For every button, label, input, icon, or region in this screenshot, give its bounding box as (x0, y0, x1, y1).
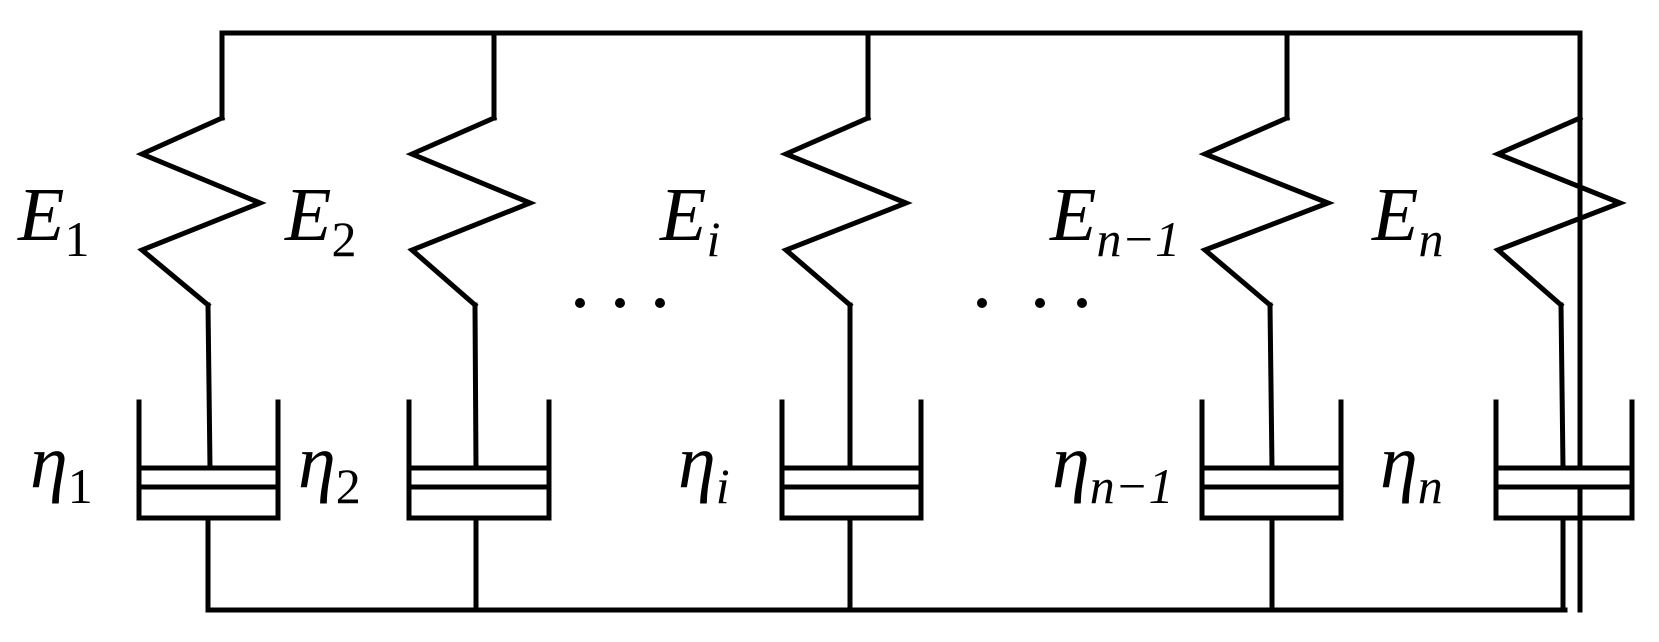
ellipsis-2 (977, 298, 1087, 308)
spring-label-n: En (1371, 173, 1443, 267)
dashpot-label-n: ηn (1380, 420, 1443, 514)
dashpot-n-piston (1493, 465, 1635, 490)
dashpot-label-i: ηi (678, 420, 730, 514)
spring-label-1: E1 (17, 173, 89, 267)
maxwell-element-2: E2 η2 (284, 30, 552, 613)
dashpot-2-piston (406, 465, 552, 490)
dashpot-1-piston (136, 465, 281, 490)
spring-n-bottom-lead (1558, 302, 1566, 471)
dashpot-i-piston (779, 465, 924, 490)
spring-label-2: E2 (284, 173, 356, 267)
spring-1 (135, 114, 267, 309)
dashpot-2-cylinder (406, 399, 552, 521)
dashpot-label-n-1: ηn−1 (1052, 420, 1173, 514)
spring-n-1 (1198, 114, 1335, 309)
spring-label-i: Ei (659, 173, 720, 267)
spring-label-n-1: En−1 (1049, 173, 1180, 267)
spring-1-bottom-lead (205, 302, 213, 471)
dashpot-n-1-piston (1199, 465, 1344, 490)
dashpot-label-1: η1 (30, 420, 93, 514)
ellipsis-1 (575, 298, 665, 308)
spring-n-1-bottom-lead (1267, 302, 1275, 471)
dashpot-label-2: η2 (298, 420, 361, 514)
spring-n (1491, 114, 1627, 309)
spring-2 (405, 114, 537, 309)
maxwell-element-1: E1 η1 (17, 30, 281, 613)
maxwell-element-n-minus-1: En−1 ηn−1 (1049, 30, 1344, 613)
spring-2-bottom-lead (472, 302, 479, 471)
maxwell-element-i: Ei ηi (659, 30, 924, 613)
spring-i (779, 114, 913, 309)
maxwell-element-n: En ηn (1371, 30, 1635, 613)
